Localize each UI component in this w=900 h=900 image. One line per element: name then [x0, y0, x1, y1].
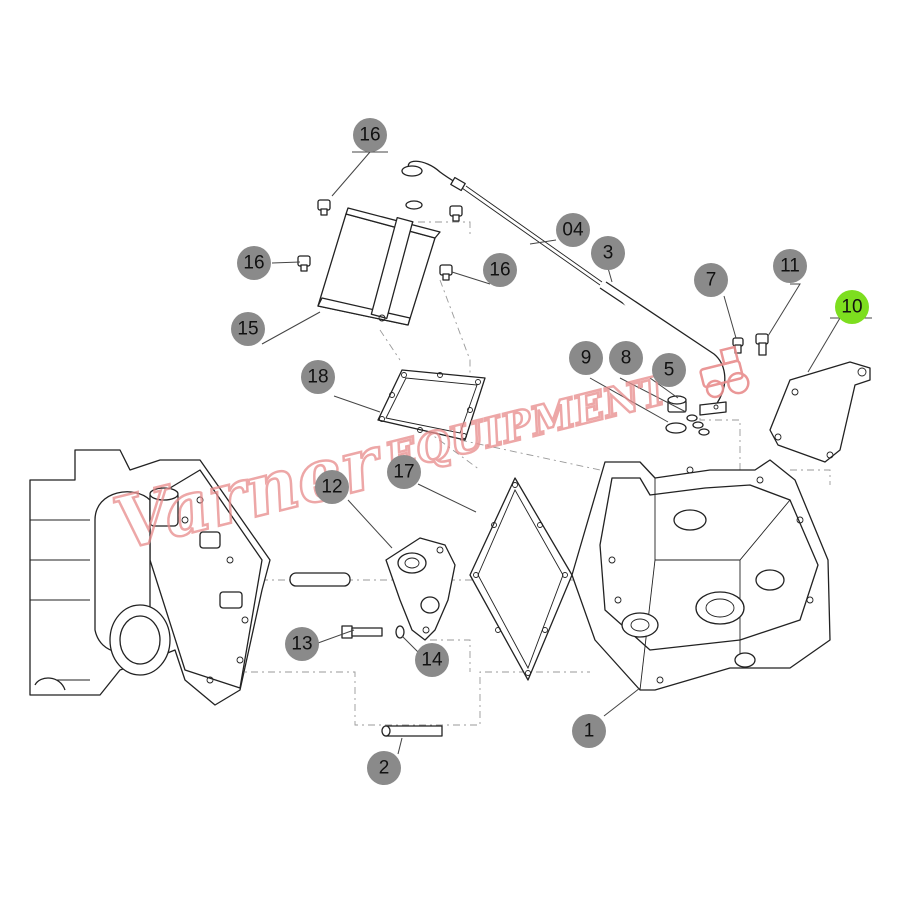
callout-04: 04 [556, 213, 590, 247]
svg-text:9: 9 [581, 348, 592, 369]
callout-3: 3 [591, 236, 625, 270]
svg-text:04: 04 [562, 220, 584, 241]
callout-15: 15 [231, 312, 265, 346]
leader-lines [261, 151, 872, 755]
svg-text:7: 7 [706, 270, 717, 291]
dipstick-04 [401, 160, 603, 286]
svg-text:8: 8 [621, 348, 632, 369]
svg-text:16: 16 [243, 253, 264, 274]
svg-text:1: 1 [584, 721, 595, 742]
cover-15 [317, 200, 441, 326]
bolt-11 [755, 333, 769, 356]
rear-axle-housing [29, 449, 271, 706]
callout-11: 11 [773, 249, 807, 283]
dowel-pins [289, 572, 443, 737]
svg-text:14: 14 [421, 650, 443, 671]
svg-text:13: 13 [291, 634, 312, 655]
callout-18: 18 [301, 360, 335, 394]
callout-10: 10 [835, 290, 869, 324]
svg-text:17: 17 [393, 462, 414, 483]
o-ring-9 [665, 422, 687, 434]
callout-16-top: 16 [353, 118, 387, 152]
svg-text:18: 18 [307, 367, 328, 388]
transmission-housing-1 [571, 459, 831, 691]
svg-text:16: 16 [489, 260, 510, 281]
bolt-16-lower [439, 264, 453, 281]
svg-text:2: 2 [379, 758, 390, 779]
washers-8 [686, 414, 710, 436]
callout-7: 7 [694, 263, 728, 297]
svg-text:16: 16 [359, 125, 380, 146]
bolt-13 [341, 625, 383, 639]
callout-16-left: 16 [237, 246, 271, 280]
callout-12: 12 [315, 470, 349, 504]
svg-text:12: 12 [321, 477, 342, 498]
gasket-17 [469, 477, 573, 681]
callout-13: 13 [285, 627, 319, 661]
callout-1: 1 [572, 714, 606, 748]
bolt-16-left [297, 255, 311, 272]
callout-14: 14 [415, 643, 449, 677]
callout-16-right: 16 [483, 253, 517, 287]
callout-9: 9 [569, 341, 603, 375]
callout-5: 5 [652, 353, 686, 387]
bolt-16-top [317, 199, 331, 216]
svg-text:3: 3 [603, 243, 614, 264]
svg-text:15: 15 [237, 319, 258, 340]
dipstick-tube-3 [599, 281, 727, 416]
washer-14 [395, 625, 405, 639]
bracket-12 [385, 537, 456, 641]
callouts: 16 16 16 04 3 7 11 10 [231, 118, 869, 785]
svg-text:10: 10 [841, 297, 862, 318]
svg-text:11: 11 [780, 256, 800, 277]
svg-text:5: 5 [664, 360, 675, 381]
callout-2: 2 [367, 751, 401, 785]
fitting-5 [667, 395, 687, 413]
bracket-10 [769, 361, 871, 463]
callout-8: 8 [609, 341, 643, 375]
callout-17: 17 [387, 455, 421, 489]
bolt-16-right [449, 205, 463, 222]
tractor-icon [699, 345, 750, 399]
bolts-16 [297, 199, 463, 281]
gasket-18 [377, 369, 486, 441]
